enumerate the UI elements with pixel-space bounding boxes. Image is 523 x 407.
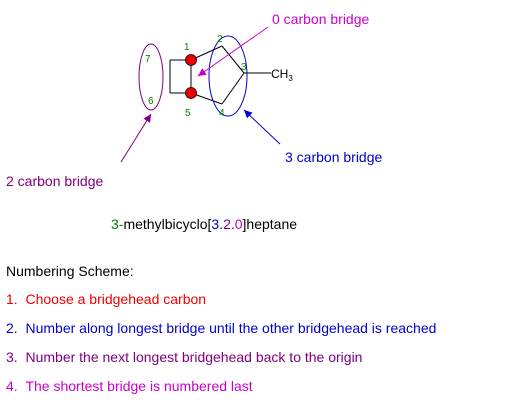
step-4-number: 4. [6, 378, 18, 394]
atom-number-4: 4 [219, 108, 225, 119]
atom-number-3: 3 [241, 62, 247, 73]
two-bridge-arrow [120, 113, 152, 163]
methyl-ch: CH [271, 67, 288, 81]
numbering-step-4: 4. The shortest bridge is numbered last [6, 379, 253, 393]
bridgehead-dot-5 [185, 87, 197, 99]
atom-number-5: 5 [185, 108, 191, 119]
compound-locant: 3- [111, 216, 124, 232]
atom-number-2: 2 [217, 34, 223, 45]
methyl-subscript: 3 [288, 74, 293, 83]
atom-number-7: 7 [145, 54, 151, 65]
bridgehead-dot-1 [185, 54, 197, 66]
step-2-text: Number along longest bridge until the ot… [25, 320, 437, 336]
three-bridge-arrow [243, 109, 281, 145]
bridge-count-3: 3 [211, 216, 220, 232]
methyl-label: CH3 [271, 67, 293, 83]
two-carbon-bridge-label: 2 carbon bridge [6, 173, 104, 189]
step-3-number: 3. [6, 349, 18, 365]
zero-bridge-arrow [197, 26, 269, 77]
numbering-step-2: 2. Number along longest bridge until the… [6, 321, 436, 335]
zero-carbon-bridge-label: 0 carbon bridge [272, 11, 370, 27]
step-1-text: Choose a bridgehead carbon [25, 291, 207, 307]
bridge-separator-2: . [230, 216, 235, 232]
numbering-step-3: 3. Number the next longest bridgehead ba… [6, 350, 362, 364]
compound-name: 3-methylbicyclo[3.2.0]heptane [111, 217, 297, 231]
three-carbon-bridge-label: 3 carbon bridge [285, 149, 383, 165]
numbering-step-1: 1. Choose a bridgehead carbon [6, 292, 206, 306]
bridge-count-2: 2 [223, 216, 231, 232]
step-2-number: 2. [6, 320, 18, 336]
atom-number-6: 6 [148, 96, 154, 107]
compound-stem: methylbicyclo[ [123, 216, 212, 232]
bond-3-4 [221, 72, 245, 105]
three-carbon-bridge-ellipse [208, 35, 248, 117]
step-4-text: The shortest bridge is numbered last [25, 378, 253, 394]
step-1-number: 1. [6, 291, 18, 307]
bond-2-3 [221, 45, 245, 74]
step-3-text: Number the next longest bridgehead back … [25, 349, 363, 365]
compound-suffix: ]heptane [242, 216, 298, 232]
numbering-heading: Numbering Scheme: [6, 263, 134, 279]
bridge-separator-1: . [219, 216, 224, 232]
bridge-count-0: 0 [234, 216, 243, 232]
two-carbon-bridge-ellipse [138, 43, 164, 111]
atom-number-1: 1 [184, 42, 190, 53]
